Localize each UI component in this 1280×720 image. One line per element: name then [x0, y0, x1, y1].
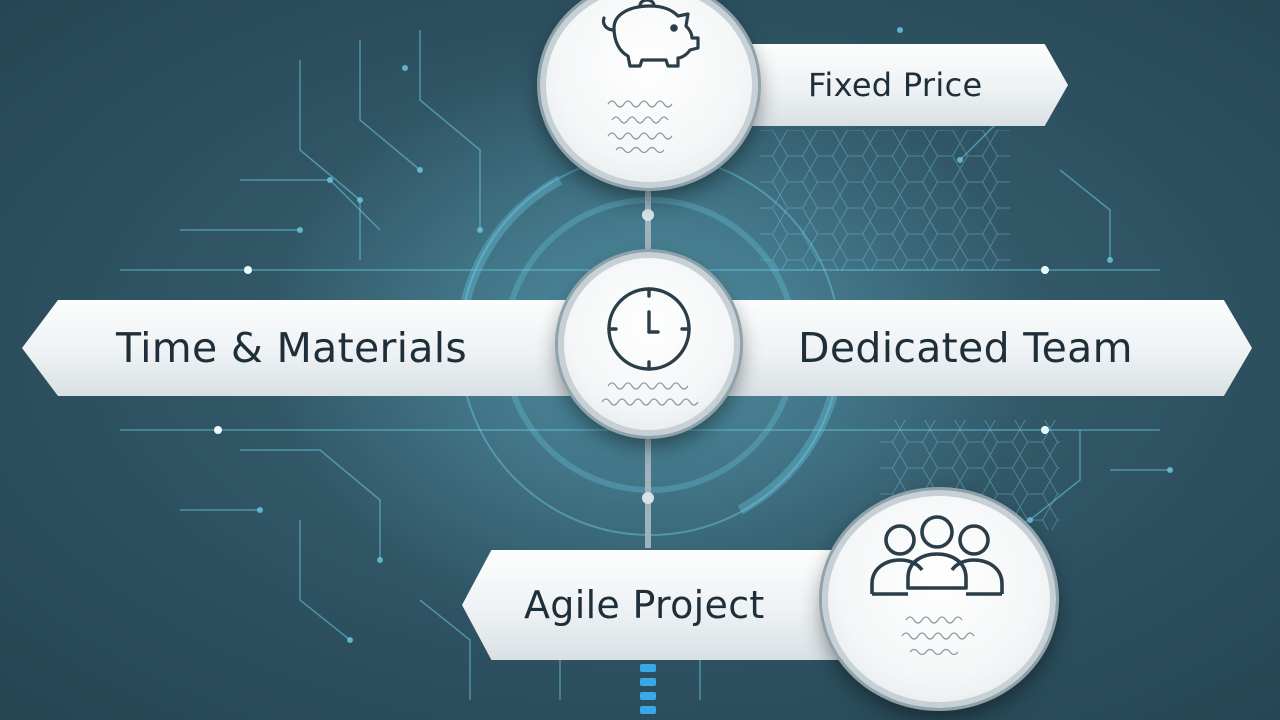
decorative-scribble	[607, 100, 673, 154]
agile-project-banner: Agile Project	[462, 550, 882, 660]
agile-project-badge	[822, 490, 1056, 708]
dedicated-team-label: Dedicated Team	[798, 324, 1133, 372]
piggy-bank-icon	[601, 0, 700, 68]
decorative-scribble	[901, 616, 975, 656]
agile-project-label: Agile Project	[524, 583, 765, 627]
fixed-price-label: Fixed Price	[808, 66, 983, 104]
fixed-price-badge	[540, 0, 758, 188]
time-materials-badge	[558, 252, 740, 436]
decorative-scribble	[601, 382, 699, 406]
time-materials-banner: Time & Materials	[22, 300, 622, 396]
clock-icon	[607, 287, 691, 371]
time-materials-label: Time & Materials	[116, 324, 468, 372]
team-icon	[870, 515, 1004, 596]
dedicated-team-banner: Dedicated Team	[690, 300, 1252, 396]
